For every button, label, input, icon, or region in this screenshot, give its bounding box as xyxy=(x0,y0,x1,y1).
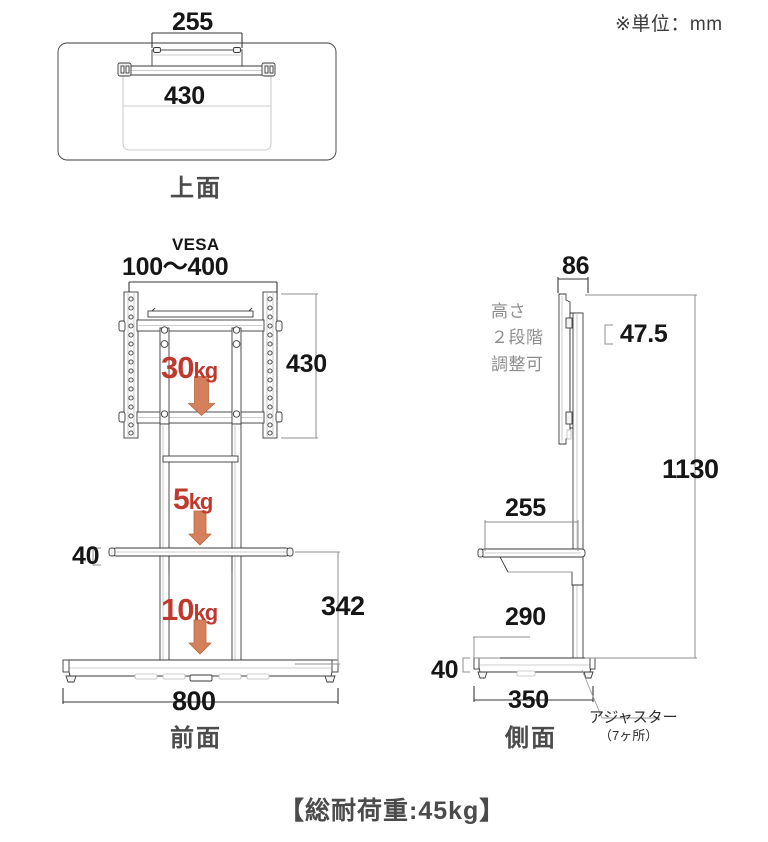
base-adjusters xyxy=(134,673,270,682)
top-dim-430-label: 430 xyxy=(164,82,205,110)
top-view-label: 上面 xyxy=(170,175,222,202)
load-5-unit: kg xyxy=(188,489,214,514)
load-mark-10kg: 10kg xyxy=(161,592,218,627)
side-dim-255-label: 255 xyxy=(505,494,546,522)
side-dim-47-5 xyxy=(604,324,613,345)
unit-note: ※単位：mm xyxy=(615,14,723,35)
adjuster-note-line-1: アジャスター xyxy=(589,709,678,726)
load-30-value: 30 xyxy=(161,350,194,385)
load-5-value: 5 xyxy=(173,483,190,516)
side-dim-350-label: 350 xyxy=(508,686,549,714)
load-arrow-10 xyxy=(188,619,212,655)
height-adjust-note-line-3: 調整可 xyxy=(491,354,544,374)
load-30-unit: kg xyxy=(193,358,218,383)
load-mark-30kg: 30kg xyxy=(161,350,218,385)
side-dim-290 xyxy=(473,636,530,659)
front-dim-40 xyxy=(92,547,101,566)
load-10-unit: kg xyxy=(193,600,218,625)
height-adjust-note-line-2: ２段階 xyxy=(491,328,544,348)
front-dim-430 xyxy=(281,293,318,439)
side-dim-1130-label: 1130 xyxy=(662,454,719,484)
load-arrow-5 xyxy=(188,510,212,546)
vesa-title: VESA xyxy=(172,235,220,254)
front-view-drawing xyxy=(62,281,340,704)
side-dim-1130 xyxy=(585,294,697,659)
side-view-label: 側面 xyxy=(505,725,557,752)
adjuster-leader-line xyxy=(581,669,660,719)
side-dim-86-label: 86 xyxy=(562,252,590,280)
front-dim-800 xyxy=(62,688,339,704)
front-dim-342 xyxy=(295,551,340,665)
height-adjust-note: 高さ ２段階 調整可 xyxy=(491,299,544,378)
right-rail-holes xyxy=(267,296,273,436)
top-dim-255 xyxy=(151,32,243,48)
total-load-label: 【総耐荷重:45kg】 xyxy=(279,797,506,825)
left-rail-holes xyxy=(128,296,134,436)
load-arrow-30 xyxy=(187,376,216,417)
side-dim-255 xyxy=(484,520,579,551)
adjuster-note-line-2: （7ヶ所） xyxy=(599,727,659,743)
side-dim-40 xyxy=(462,657,470,673)
load-10-value: 10 xyxy=(161,592,194,627)
side-dim-290-label: 290 xyxy=(505,603,546,631)
front-dim-430-label: 430 xyxy=(286,350,327,378)
front-view-label: 前面 xyxy=(170,725,222,752)
top-view-drawing xyxy=(57,32,337,161)
side-dim-47-5-label: 47.5 xyxy=(620,320,668,348)
front-dim-40-label: 40 xyxy=(72,542,100,570)
adjuster-note: アジャスター （7ヶ所） xyxy=(589,709,678,744)
height-adjust-note-line-1: 高さ xyxy=(491,302,526,321)
vesa-range-label: 100〜400 xyxy=(122,253,229,281)
top-dim-255-label: 255 xyxy=(172,8,213,36)
front-dim-342-label: 342 xyxy=(321,591,365,621)
load-mark-5kg: 5kg xyxy=(173,483,214,516)
side-dim-350 xyxy=(473,686,594,702)
side-dim-86 xyxy=(557,277,589,293)
front-dim-800-label: 800 xyxy=(172,686,216,716)
front-dim-vesa xyxy=(128,281,278,300)
side-view-drawing xyxy=(462,277,697,719)
side-dim-40-label: 40 xyxy=(431,656,459,684)
